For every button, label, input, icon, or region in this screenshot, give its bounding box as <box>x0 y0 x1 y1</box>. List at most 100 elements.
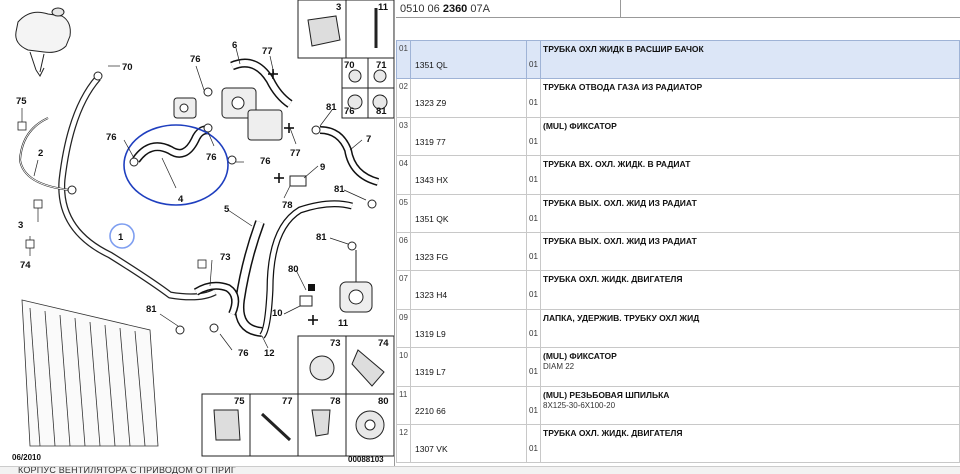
row-index-cell: 07 <box>396 270 411 310</box>
part-reference: 2210 66 <box>415 405 446 416</box>
row-index-cell: 09 <box>396 308 411 349</box>
row-index-cell: 11 <box>396 385 411 425</box>
part-description: ТРУБКА ОТВОДА ГАЗА ИЗ РАДИАТОР <box>543 82 703 93</box>
callout-5: 5 <box>224 204 230 215</box>
square-marker <box>308 284 315 291</box>
callout-75: 75 <box>16 96 27 107</box>
reference-prefix: 0510 06 <box>400 3 440 15</box>
callout-12: 12 <box>264 348 275 359</box>
reference-header: 0510 06 2360 07A <box>396 0 960 18</box>
row-ref-cell: 1323 Z9 <box>410 78 527 118</box>
row-index: 12 <box>399 427 408 437</box>
callout-76-bottom: 76 <box>238 348 249 359</box>
row-desc-cell: ТРУБКА ОХЛ. ЖИДК. ДВИГАТЕЛЯ <box>540 423 960 464</box>
row-qty-cell: 01 <box>526 270 541 310</box>
table-row[interactable]: 09 1319 L9 01 ЛАПКА, УДЕРЖИВ. ТРУБКУ ОХЛ ЖИ… <box>396 308 960 349</box>
row-index: 11 <box>399 389 408 399</box>
row-index: 02 <box>399 82 408 92</box>
row-desc-cell: ТРУБКА ВЫХ. ОХЛ. ЖИД ИЗ РАДИАТ <box>540 231 960 272</box>
row-ref-cell: 1319 L7 <box>410 347 527 387</box>
row-desc-cell: ТРУБКА ОТВОДА ГАЗА ИЗ РАДИАТОР <box>540 78 960 118</box>
callout-77-mid: 77 <box>290 148 301 159</box>
part-quantity: 01 <box>529 60 538 69</box>
callout-74: 74 <box>20 260 31 271</box>
row-index: 05 <box>399 197 408 207</box>
callout-inset-78: 78 <box>330 396 341 407</box>
part-quantity: 01 <box>529 98 538 108</box>
part-quantity: 01 <box>529 367 538 377</box>
callout-11: 11 <box>338 318 349 329</box>
header-divider <box>620 0 621 18</box>
oil-cooler <box>339 250 373 313</box>
radiator <box>21 299 159 447</box>
callout-10: 10 <box>272 308 283 319</box>
callout-81-mid: 81 <box>316 232 327 243</box>
callout-inset-11: 11 <box>378 2 389 13</box>
part-description: (MUL) ФИКСАТОР <box>543 120 617 131</box>
row-index-cell: 03 <box>396 116 411 157</box>
parts-diagram[interactable]: 70 75 2 3 74 1 4 6 77 76 76 76 76 77 81 … <box>0 0 395 466</box>
row-index: 09 <box>399 312 408 322</box>
annotation-circle-1 <box>109 223 135 249</box>
callout-inset-80: 80 <box>378 396 389 407</box>
callout-80: 80 <box>288 264 299 275</box>
row-index-cell: 12 <box>396 423 411 464</box>
part-description: (MUL) ФИКСАТОР <box>543 351 617 362</box>
part-quantity: 01 <box>529 213 538 223</box>
row-qty-cell: 01 <box>526 347 541 387</box>
row-ref-cell: 1307 VK <box>410 423 527 464</box>
row-ref-cell: 1323 FG <box>410 231 527 272</box>
row-qty-cell: 01 <box>526 155 541 195</box>
row-qty-cell: 01 <box>526 193 541 233</box>
row-desc-cell: ЛАПКА, УДЕРЖИВ. ТРУБКУ ОХЛ ЖИД <box>540 308 960 349</box>
diagram-canvas: 70 75 2 3 74 1 4 6 77 76 76 76 76 77 81 … <box>12 0 394 464</box>
part-description: ТРУБКА ВЫХ. ОХЛ. ЖИД ИЗ РАДИАТ <box>543 197 697 208</box>
callout-76-mid: 76 <box>206 152 217 163</box>
row-index-cell: 05 <box>396 193 411 233</box>
row-index: 07 <box>399 274 408 284</box>
part-quantity: 01 <box>529 328 538 338</box>
callout-inset-74: 74 <box>378 338 389 349</box>
row-ref-cell: 1319 L9 <box>410 308 527 349</box>
part-reference: 1319 L9 <box>415 328 446 339</box>
row-index: 04 <box>399 159 408 169</box>
row-qty-cell: 01 <box>526 385 541 425</box>
row-ref-cell: 1323 H4 <box>410 270 527 310</box>
row-qty-cell: 01 <box>526 308 541 349</box>
row-index-cell: 06 <box>396 231 411 272</box>
callout-9: 9 <box>320 162 325 173</box>
part-description-detail: 8X125-30-6X100-20 <box>543 400 616 410</box>
row-index-cell: 01 <box>396 39 411 80</box>
callout-7: 7 <box>366 134 371 145</box>
part-quantity: 01 <box>529 136 538 146</box>
part-description: (MUL) РЕЗЬБОВАЯ ШПИЛЬКА <box>543 389 670 400</box>
expansion-tank <box>15 7 71 77</box>
part-description: ТРУБКА ОХЛ. ЖИДК. ДВИГАТЕЛЯ <box>543 427 683 438</box>
row-qty-cell: 01 <box>526 231 541 272</box>
detail-inset-bottom <box>201 335 394 457</box>
part-quantity: 01 <box>529 251 538 261</box>
callout-2: 2 <box>38 148 43 159</box>
reference-number: 2360 <box>442 3 468 15</box>
callout-76-left: 76 <box>106 132 117 143</box>
part-description: ЛАПКА, УДЕРЖИВ. ТРУБКУ ОХЛ ЖИД <box>543 312 700 323</box>
reference-code: 0510 06 2360 07A <box>400 3 490 15</box>
callout-inset-70: 70 <box>344 60 355 71</box>
status-text: КОРПУС ВЕНТИЛЯТОРА С ПРИВОДОМ ОТ ПРИГ <box>18 466 236 474</box>
row-desc-cell: (MUL) ФИКСАТОР <box>540 116 960 157</box>
row-index-cell: 02 <box>396 78 411 118</box>
reference-squares <box>17 121 207 269</box>
